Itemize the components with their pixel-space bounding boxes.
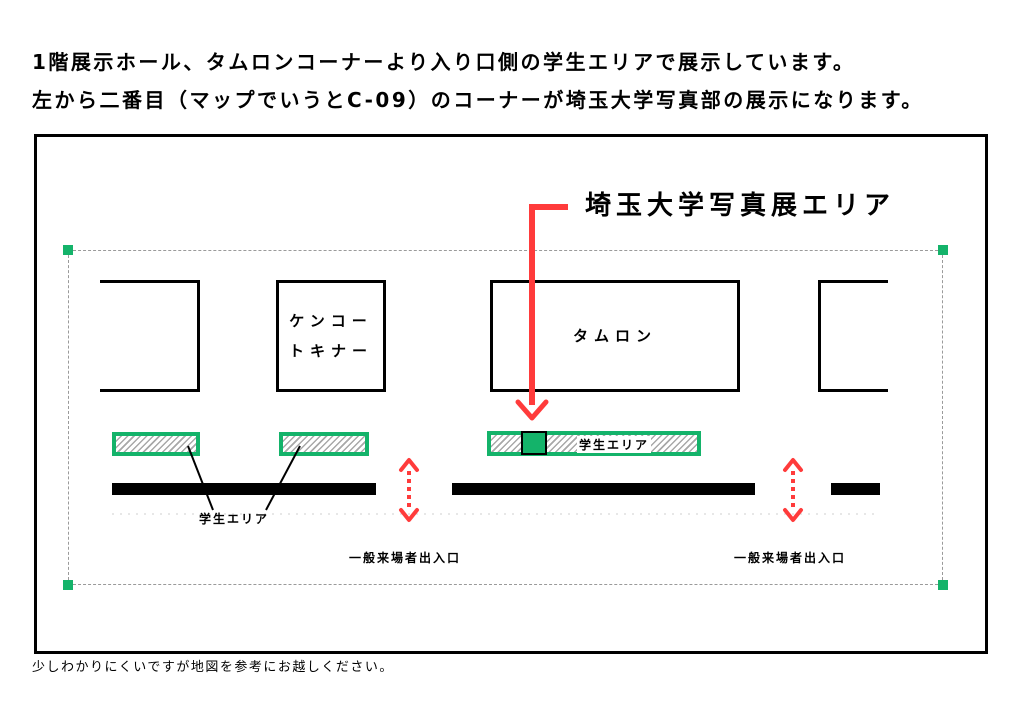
student-zone-left-1 (112, 432, 200, 456)
booth-left-partial (100, 280, 200, 392)
entrance-label-2: 一般来場者出入口 (734, 551, 847, 565)
student-zone-left-2 (279, 432, 369, 456)
booth-tamron-label: タムロン (572, 327, 657, 345)
corner-handle-top-right (938, 245, 948, 255)
hall-area-outline (68, 250, 943, 585)
entrance-arrow-2 (783, 458, 803, 522)
corner-handle-bottom-right (938, 580, 948, 590)
corner-handle-bottom-left (63, 580, 73, 590)
leader-line-2 (265, 445, 301, 511)
booth-right-partial (818, 280, 888, 392)
entrance-label-1: 一般来場者出入口 (349, 551, 462, 565)
student-zone-inline-label: 学生エリア (577, 436, 652, 453)
footer-note: 少しわかりにくいですが地図を参考にお越しください。 (32, 660, 394, 675)
booth-kenko-tokina: ケンコー トキナー (276, 280, 386, 392)
callout-title: 埼玉大学写真展エリア (585, 191, 896, 221)
wall-segment-1 (112, 483, 376, 495)
booth-kenko-label: ケンコー トキナー (288, 312, 373, 360)
callout-arrow-line (529, 204, 568, 405)
wall-segment-3 (831, 483, 880, 495)
saitama-booth-marker (521, 431, 547, 455)
wall-segment-2 (452, 483, 755, 495)
callout-arrow-head (515, 399, 549, 421)
student-area-label: 学生エリア (199, 512, 270, 526)
instruction-line-2: 左から二番目（マップでいうとC-09）のコーナーが埼玉大学写真部の展示になります… (32, 88, 924, 112)
leader-line-1 (187, 445, 214, 511)
corner-handle-top-left (63, 245, 73, 255)
entrance-arrow-1 (399, 458, 419, 522)
instruction-line-1: 1階展示ホール、タムロンコーナーより入り口側の学生エリアで展示しています。 (32, 50, 856, 74)
map-frame (34, 134, 988, 654)
